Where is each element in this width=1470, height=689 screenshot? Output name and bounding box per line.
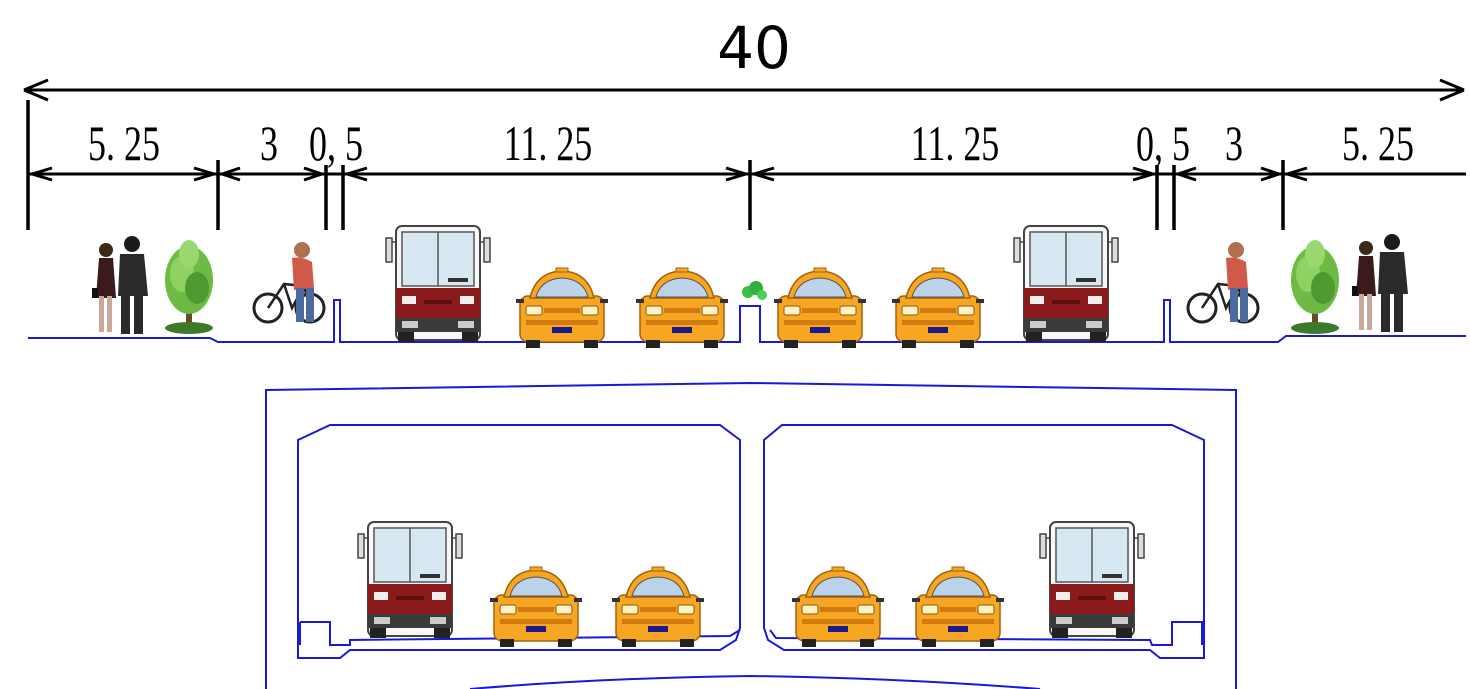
segment-label-bike-lane-left: 3 — [260, 116, 278, 171]
segment-label-bike-lane-right: 3 — [1225, 116, 1243, 171]
taxi-icon — [489, 566, 583, 648]
pedestrian-couple-icon — [1352, 234, 1408, 332]
segment-label-sidewalk-right: 5. 25 — [1342, 116, 1414, 171]
segment-label-curb-left: 0, 5 — [309, 116, 363, 171]
tunnel-left-cell — [297, 424, 741, 659]
median-shrub-icon — [742, 281, 767, 300]
taxi-icon — [773, 267, 867, 349]
bus-icon — [1039, 521, 1145, 639]
total-width-label: 40 — [717, 14, 791, 82]
cyclist-icon — [252, 240, 326, 324]
taxi-icon — [611, 566, 705, 648]
taxi-icon — [635, 267, 729, 349]
tree-icon — [165, 240, 213, 334]
bus-icon — [357, 521, 463, 639]
taxi-icon — [791, 566, 885, 648]
tunnel-bottom-arch — [469, 674, 1041, 689]
taxi-icon — [515, 267, 609, 349]
pedestrian-couple-icon — [92, 236, 148, 334]
surface-road-profile — [28, 299, 1466, 343]
total-dimension-line — [23, 78, 1465, 102]
segment-dimension-line — [26, 100, 1466, 230]
bus-icon — [1013, 225, 1119, 343]
taxi-icon — [911, 566, 1005, 648]
segment-label-carriageway-left: 11. 25 — [504, 116, 593, 171]
taxi-icon — [891, 267, 985, 349]
cyclist-icon — [1186, 240, 1260, 324]
tree-icon — [1291, 240, 1339, 334]
segment-label-curb-right: 0, 5 — [1136, 116, 1190, 171]
segment-label-sidewalk-left: 5. 25 — [88, 116, 160, 171]
tunnel-outer-wall — [265, 381, 1237, 689]
bus-icon — [385, 225, 491, 343]
tunnel-right-cell — [763, 424, 1205, 659]
segment-label-carriageway-right: 11. 25 — [911, 116, 1000, 171]
